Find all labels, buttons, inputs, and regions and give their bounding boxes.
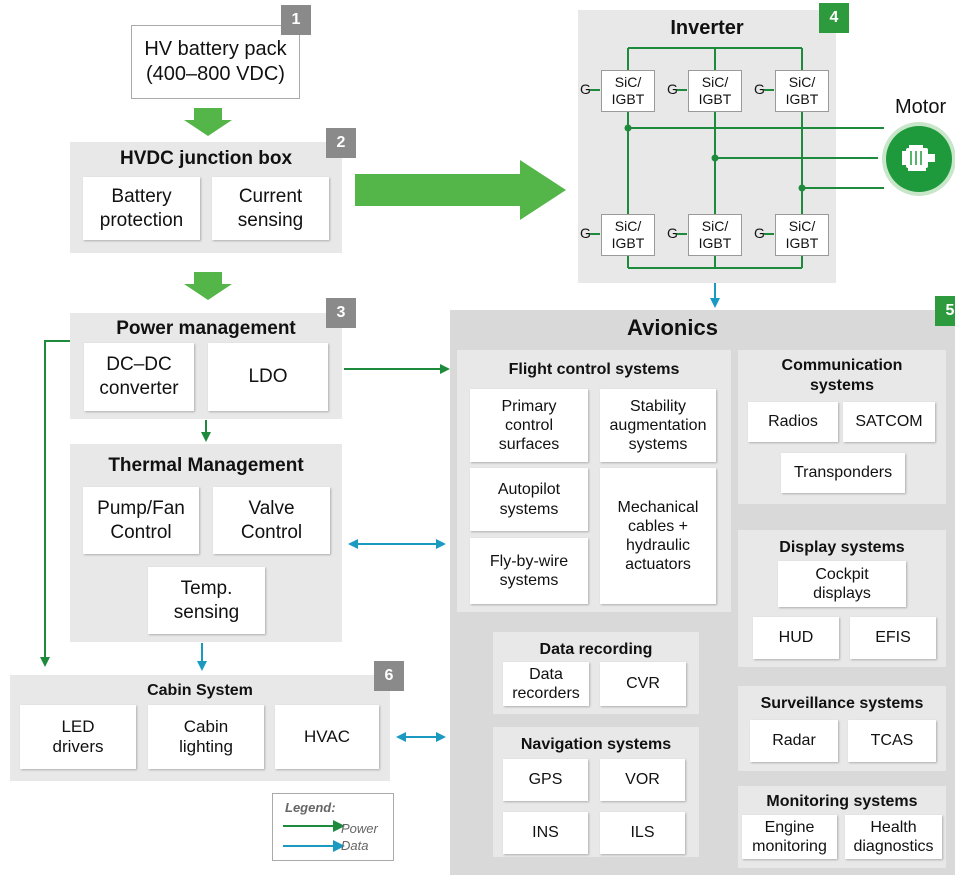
node-phase-a (624, 124, 632, 132)
pump-fan-control-box: Pump/Fan Control (83, 487, 199, 554)
gate-label: G (580, 225, 591, 241)
switch-bottom-3: SiC/ IGBT (775, 214, 829, 256)
switch-top-3: SiC/ IGBT (775, 70, 829, 112)
badge-6: 6 (374, 661, 404, 691)
switch-bottom-1: SiC/ IGBT (601, 214, 655, 256)
ldo-box: LDO (208, 343, 328, 411)
inverter-title: Inverter (670, 17, 744, 39)
legend-data-label: Data (341, 838, 369, 853)
avionics-title: Avionics (627, 315, 718, 340)
navigation-title: Navigation systems (520, 736, 672, 753)
autopilot-systems-box: Autopilot systems (470, 468, 588, 531)
badge-4: 4 (819, 3, 849, 33)
badge-1: 1 (281, 5, 311, 35)
power-arrow-junction-to-inverter (355, 160, 566, 220)
inverter-circuit (590, 47, 884, 269)
badge-5: 5 (935, 296, 955, 326)
node-phase-b (711, 154, 719, 162)
efis-box: EFIS (850, 617, 936, 659)
display-title: Display systems (779, 539, 905, 556)
gate-label: G (667, 81, 678, 97)
radar-box: Radar (750, 720, 838, 762)
power-arrow-junction-to-power (184, 272, 232, 300)
cabin-lighting-box: Cabin lighting (148, 705, 264, 769)
satcom-box: SATCOM (843, 402, 935, 442)
gate-label: G (754, 81, 765, 97)
switch-bottom-2: SiC/ IGBT (688, 214, 742, 256)
health-diagnostics-box: Health diagnostics (845, 815, 942, 859)
led-drivers-box: LED drivers (20, 705, 136, 769)
hv-battery-pack: HV battery pack (400–800 VDC) (131, 25, 300, 99)
ins-box: INS (503, 812, 588, 854)
dc-dc-converter-box: DC–DC converter (84, 343, 194, 411)
thermal-title: Thermal Management (108, 455, 304, 476)
primary-control-surfaces-box: Primary control surfaces (470, 389, 588, 462)
mechanical-cables-box: Mechanical cables + hydraulic actuators (600, 468, 716, 604)
valve-control-box: Valve Control (213, 487, 330, 554)
battery-protection-box: Battery protection (83, 177, 200, 240)
hvac-box: HVAC (275, 705, 379, 769)
motor-label: Motor (895, 96, 947, 118)
badge-3: 3 (326, 298, 356, 328)
power-title: Power management (116, 318, 296, 339)
vor-box: VOR (600, 759, 685, 801)
gps-box: GPS (503, 759, 588, 801)
monitoring-title: Monitoring systems (766, 793, 918, 810)
motor-icon (882, 122, 955, 196)
surveillance-title: Surveillance systems (760, 695, 924, 712)
legend-arrows (283, 820, 345, 852)
power-arrow-battery-to-junction (184, 108, 232, 136)
cvr-box: CVR (600, 662, 686, 706)
cockpit-displays-box: Cockpit displays (778, 561, 906, 607)
hud-box: HUD (753, 617, 839, 659)
badge-2: 2 (326, 128, 356, 158)
engine-monitoring-box: Engine monitoring (742, 815, 837, 859)
node-phase-c (798, 184, 806, 192)
communication-title: Communication systems (781, 357, 903, 394)
legend-power-label: Power (341, 821, 378, 836)
data-recording-title: Data recording (539, 641, 653, 658)
stability-augmentation-box: Stability augmentation systems (600, 389, 716, 462)
data-recorders-box: Data recorders (503, 662, 589, 706)
gate-label: G (667, 225, 678, 241)
battery-label: HV battery pack (400–800 VDC) (144, 38, 287, 85)
transponders-box: Transponders (781, 453, 905, 493)
tcas-box: TCAS (848, 720, 936, 762)
cabin-title: Cabin System (147, 682, 253, 699)
radios-box: Radios (748, 402, 838, 442)
temp-sensing-box: Temp. sensing (148, 567, 265, 634)
flight-control-title: Flight control systems (508, 361, 680, 378)
switch-top-2: SiC/ IGBT (688, 70, 742, 112)
fly-by-wire-box: Fly-by-wire systems (470, 538, 588, 604)
junction-title: HVDC junction box (119, 148, 293, 169)
current-sensing-box: Current sensing (212, 177, 329, 240)
legend-title: Legend: (285, 800, 336, 815)
switch-top-1: SiC/ IGBT (601, 70, 655, 112)
gate-label: G (580, 81, 591, 97)
legend: Legend: Power Data (272, 793, 394, 861)
ils-box: ILS (600, 812, 685, 854)
legend-data-arrowhead (333, 840, 345, 852)
legend-power-arrowhead (333, 820, 345, 832)
gate-label: G (754, 225, 765, 241)
